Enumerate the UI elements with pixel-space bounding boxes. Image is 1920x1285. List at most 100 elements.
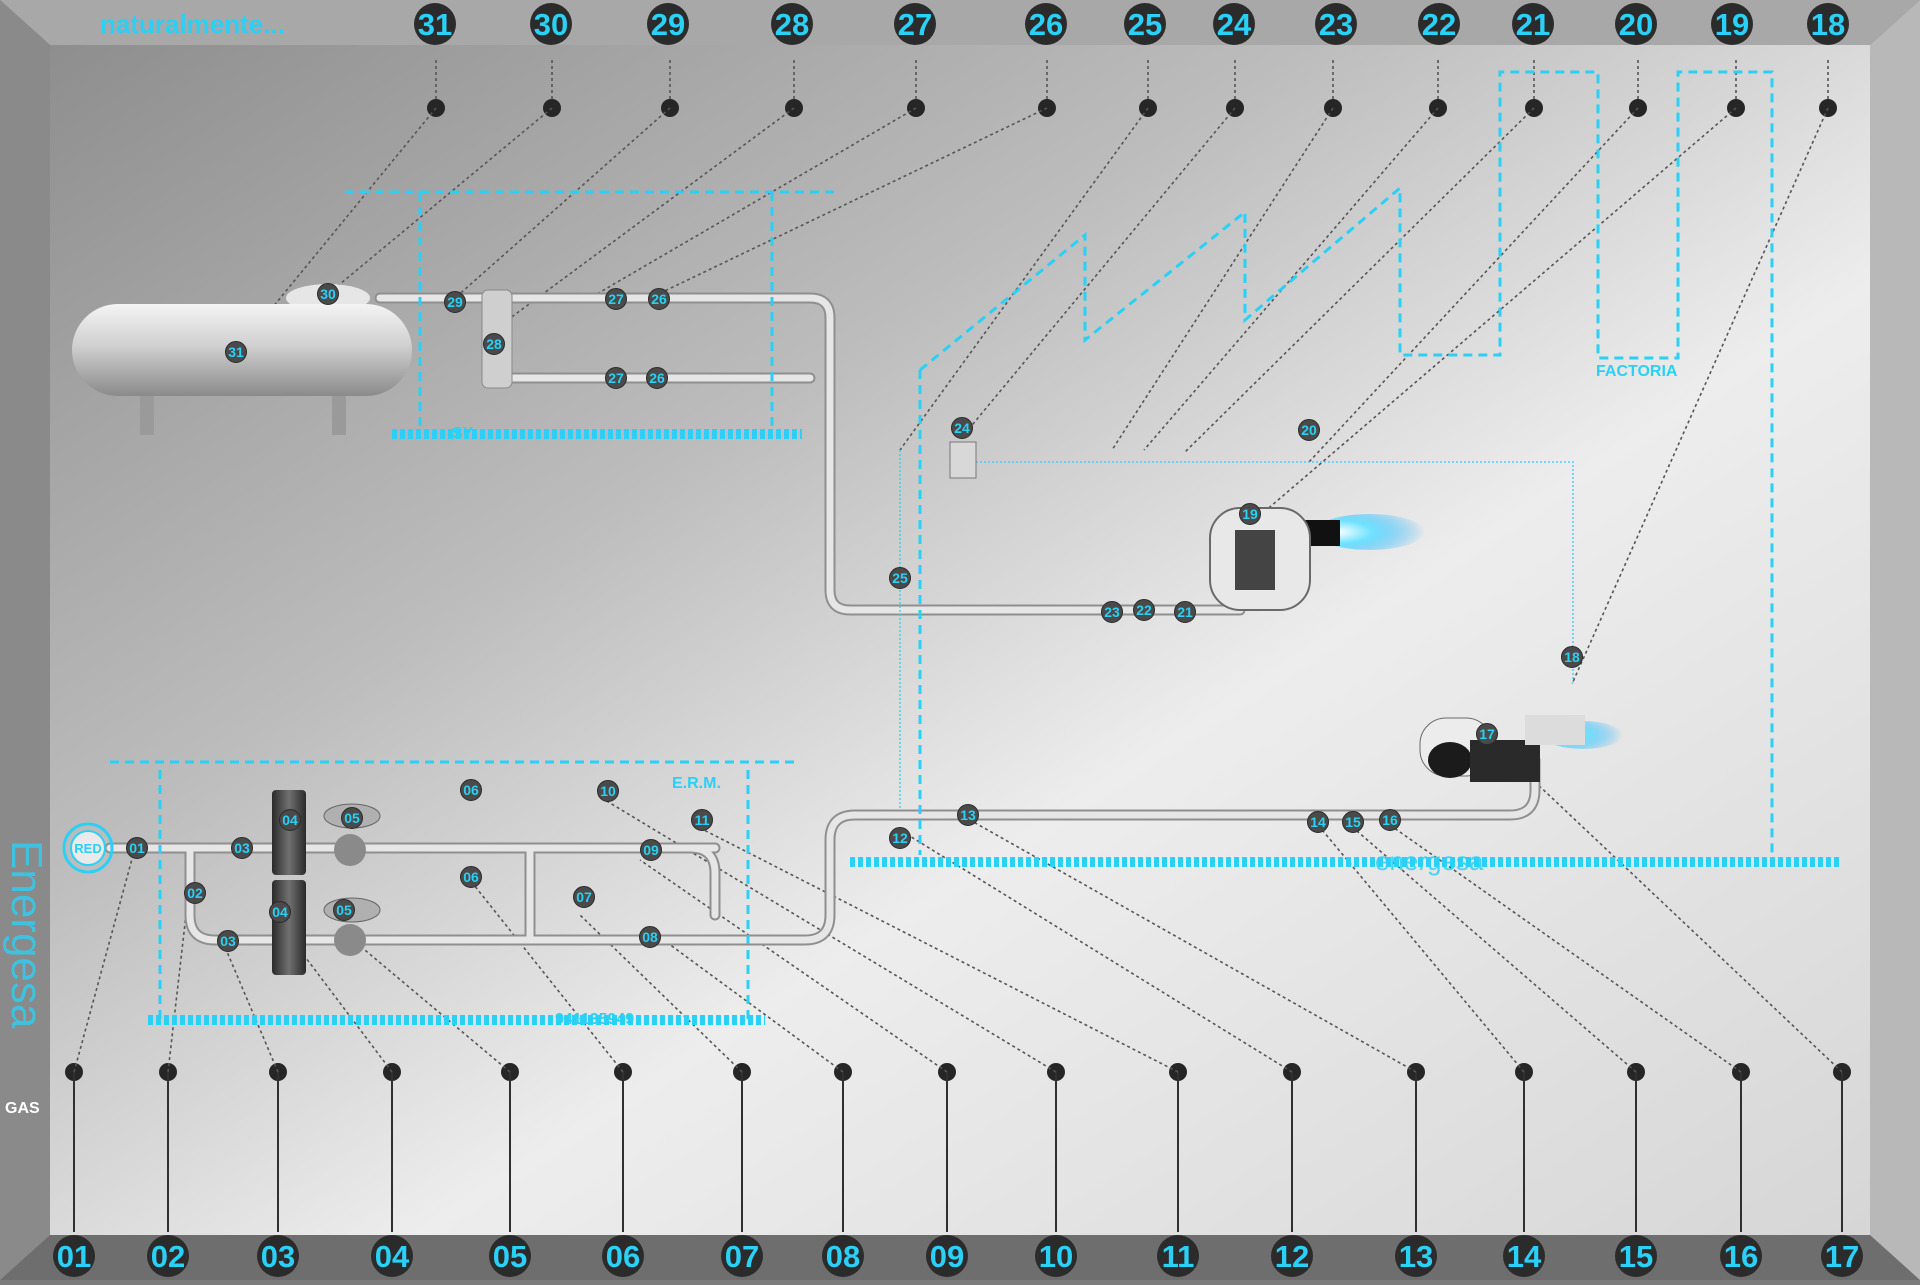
component-badge-circle [231,837,253,859]
top-badge-26: 26 [1025,3,1067,117]
burner-17 [1419,715,1623,782]
component-badge-circle [1561,646,1583,668]
component-badge-number: 25 [892,570,908,586]
sy-label: SY [452,425,474,442]
badge-circle [1025,3,1067,45]
component-badge-number: 10 [600,783,616,799]
badge-number: 12 [1275,1239,1309,1274]
badge-number: 01 [57,1239,91,1274]
top-badge-23: 23 [1315,3,1357,117]
badge-number: 06 [606,1239,640,1274]
leader-line [1111,107,1334,451]
diagram-panel [50,45,1870,1235]
leader-line [1308,107,1639,463]
component-badge-valve_12: 12 [889,827,911,849]
leader-line [1532,779,1843,1073]
component-badge-upper_26: 26 [648,288,670,310]
badge-number: 20 [1619,7,1653,42]
component-badge-number: 21 [1177,604,1193,620]
red-label: RED [74,841,101,856]
badge-circle [1503,1235,1545,1277]
bottom-badge-14: 14 [1503,1063,1545,1277]
component-badge-number: 16 [1382,812,1398,828]
leader-line [167,879,191,1073]
bottom-badge-01: 01 [53,1063,95,1277]
bottom-badge-06: 06 [602,1063,644,1277]
badge-circle [489,1235,531,1277]
badge-number: 18 [1811,7,1845,42]
badge-number: 24 [1217,7,1252,42]
component-badge-erm_02: 02 [184,882,206,904]
badge-number: 27 [898,7,932,42]
badge-circle [1124,3,1166,45]
badge-number: 17 [1825,1239,1859,1274]
component-badge-number: 11 [695,812,710,828]
factory-label: FACTORIA [1596,363,1678,380]
component-badge-erm_05b: 05 [333,899,355,921]
badge-number: 10 [1039,1239,1073,1274]
component-badge-tank_body: 31 [225,341,247,363]
component-badge-train_21: 21 [1174,601,1196,623]
slogan-title: naturalmente... [100,9,285,39]
leader-line [639,859,948,1073]
component-badge-circle [126,837,148,859]
component-badge-number: 30 [320,286,336,302]
component-badge-lower_27: 27 [605,367,627,389]
component-badge-train_22: 22 [1133,599,1155,621]
component-badge-number: 17 [1479,726,1495,742]
badge-number: 09 [930,1239,964,1274]
component-badge-circle [957,804,979,826]
bottom-badge-02: 02 [147,1063,189,1277]
badge-circle [1512,3,1554,45]
badge-circle [822,1235,864,1277]
badge-number: 22 [1422,7,1456,42]
network-inlet: RED [62,822,114,874]
component-badge-lower_26: 26 [646,367,668,389]
watermark-brand: energesa [1375,846,1484,876]
bottom-badge-13: 13 [1395,1063,1437,1277]
leader-line [1184,107,1535,453]
erm-label: E.R.M. [672,775,721,792]
component-badge-line_25: 25 [889,567,911,589]
badge-circle [1395,1235,1437,1277]
component-badge-tank_top: 30 [317,283,339,305]
component-badge-number: 07 [576,889,592,905]
component-badge-burner_19: 19 [1239,503,1261,525]
badge-number: 25 [1128,7,1162,42]
component-badge-number: 22 [1136,602,1152,618]
component-badge-circle [1133,599,1155,621]
component-badge-number: 27 [608,370,624,386]
badge-circle [1720,1235,1762,1277]
badge-circle [1807,3,1849,45]
top-badge-27: 27 [894,3,936,117]
component-badge-circle [889,567,911,589]
badge-number: 05 [493,1239,527,1274]
badge-number: 07 [725,1239,759,1274]
leader-line [1249,107,1737,525]
component-badge-valve_13: 13 [957,804,979,826]
component-badge-number: 19 [1242,506,1258,522]
control-wire [960,461,1574,685]
leader-line [352,939,511,1073]
badge-circle [771,3,813,45]
badge-circle [257,1235,299,1277]
component-badge-erm_09: 09 [640,839,662,861]
bottom-badge-03: 03 [257,1063,299,1277]
component-badge-circle [1379,809,1401,831]
badge-circle [926,1235,968,1277]
component-badge-erm_08: 08 [639,926,661,948]
component-badge-erm_04a: 04 [279,809,301,831]
leader-line [649,107,1048,299]
component-badge-number: 15 [1345,814,1361,830]
badge-number: 03 [261,1239,295,1274]
component-badge-circle [1239,503,1261,525]
top-badge-21: 21 [1512,3,1554,117]
component-badge-circle [483,333,505,355]
component-badge-number: 03 [220,933,236,949]
component-badge-number: 01 [129,840,145,856]
bottom-badge-17: 17 [1821,1063,1863,1277]
leader-lines [73,60,1843,1232]
badge-number: 29 [651,7,685,42]
